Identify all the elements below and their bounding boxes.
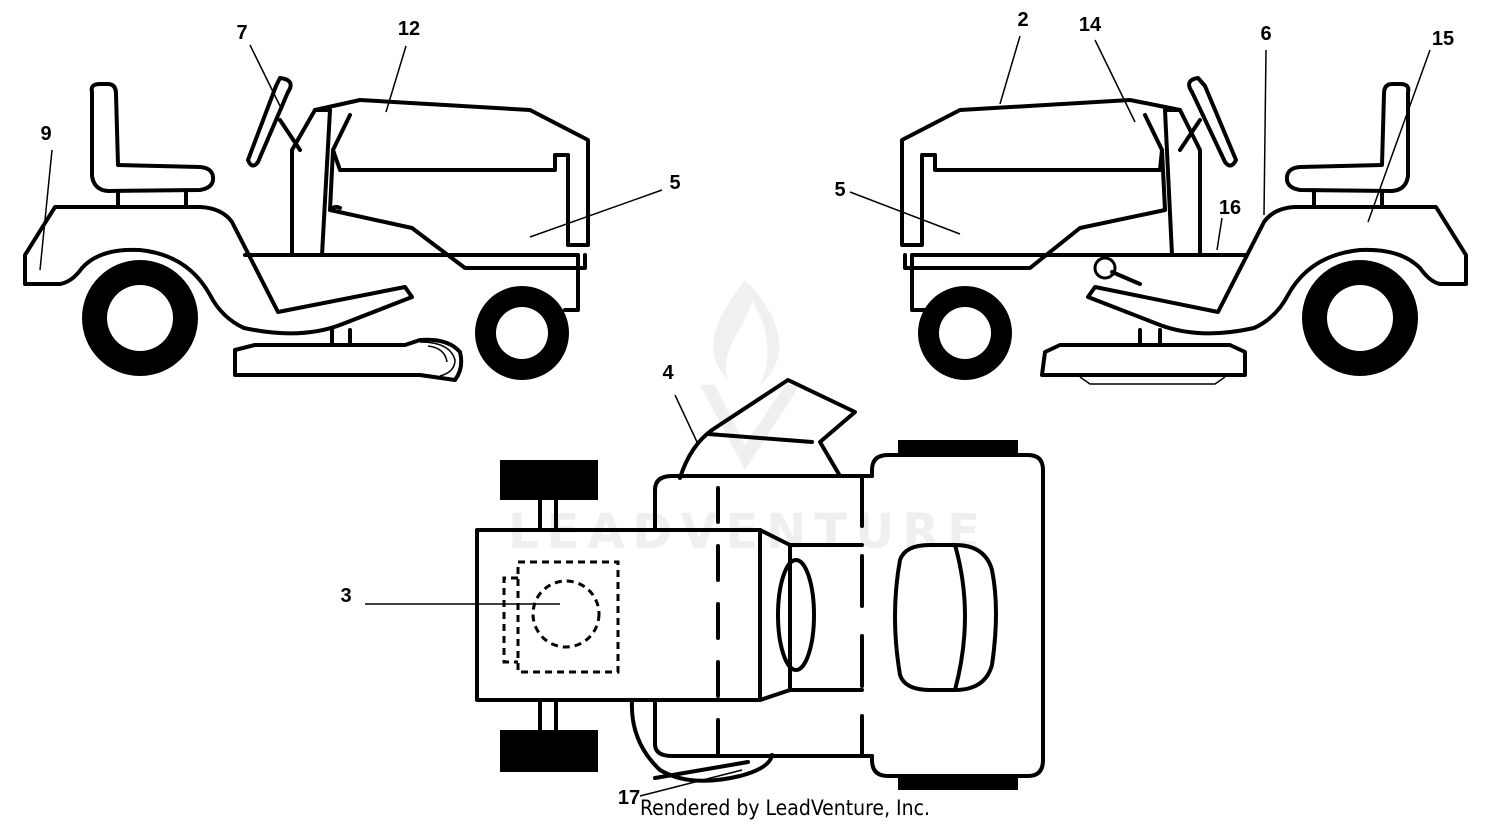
callout-4: 4: [662, 362, 674, 384]
callout-17: 17: [618, 787, 640, 809]
callout-14: 14: [1079, 14, 1102, 36]
callout-12: 12: [398, 18, 420, 40]
callout-16: 16: [1219, 197, 1241, 219]
callout-5-right: 5: [834, 179, 845, 201]
callout-7: 7: [236, 22, 247, 44]
callout-9: 9: [40, 123, 51, 145]
right-side-view: 2 14 6 15 5 16: [834, 9, 1468, 385]
callout-5-left: 5: [669, 172, 680, 194]
left-side-view: 9 7 12 5: [23, 18, 681, 382]
callout-2: 2: [1017, 9, 1028, 31]
callout-6: 6: [1260, 23, 1271, 45]
callout-3: 3: [340, 585, 351, 607]
callout-15: 15: [1432, 28, 1454, 50]
footer-credit: Rendered by LeadVenture, Inc.: [640, 796, 930, 820]
top-view: 4 3 17: [340, 362, 1045, 809]
watermark: LEADVENTURE: [508, 280, 980, 560]
